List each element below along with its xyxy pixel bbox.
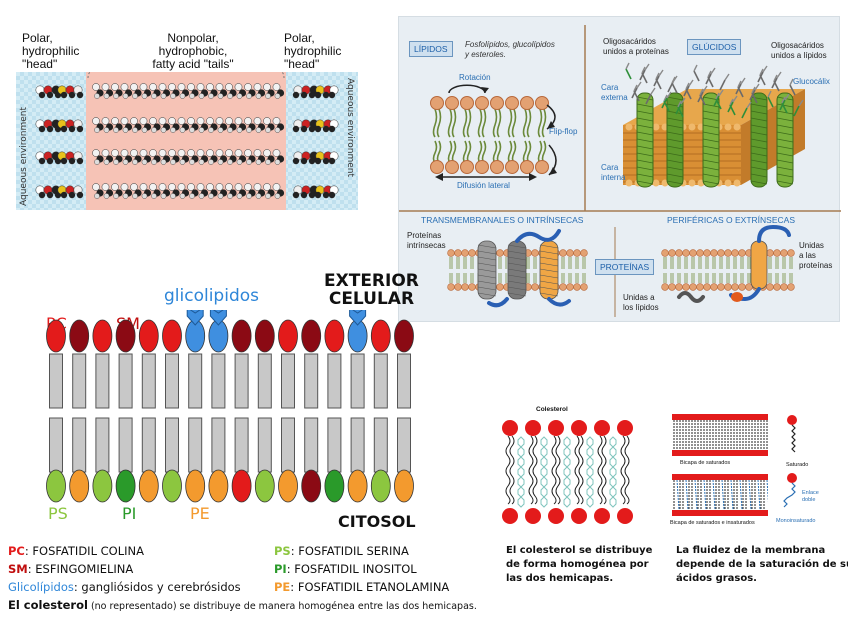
legend-ps-key: PS xyxy=(274,544,291,558)
pe-label: PE xyxy=(190,504,210,523)
aqueous-left-text: Aqueous environment xyxy=(19,106,29,206)
proteinas-badge: PROTEÍNAS xyxy=(595,259,655,275)
legend-glicolipidos-text: : gangliósidos y cerebrósidos xyxy=(73,580,241,594)
legend-pi-text: : FOSFATIDIL INOSITOL xyxy=(286,562,417,576)
right-polar-label: Polar, hydrophilic "head" xyxy=(284,31,342,71)
flipflop-label: Flip-flop xyxy=(549,127,578,136)
perifericas-heading: PERIFÉRICAS O EXTRÍNSECAS xyxy=(667,215,795,225)
rotacion-label: Rotación xyxy=(459,73,491,82)
panel-asymmetric-bilayer: glicolipidos EXTERIOR CELULAR PC SM PS P… xyxy=(40,270,430,532)
transmembranales-heading: TRANSMEMBRANALES O INTRÍNSECAS xyxy=(421,215,584,225)
panel-fluidity: Bicapa de saturados Bicapa de saturados … xyxy=(668,410,840,530)
legend-pc-text: : FOSFATIDIL COLINA xyxy=(24,544,144,558)
legend-pc-key: PC xyxy=(8,544,25,558)
legend-pe-text: : FOSFATIDIL ETANOLAMINA xyxy=(290,580,450,594)
legend-ps-text: : FOSFATIDIL SERINA xyxy=(290,544,409,558)
exterior-celular-title: EXTERIOR CELULAR xyxy=(324,271,419,309)
bilayer-space-fill-graphic: Aqueous environment Aqueous environment xyxy=(16,72,358,210)
legend-colesterol-text: (no representado) se distribuye de maner… xyxy=(87,601,477,612)
lipidos-badge: LÍPIDOS xyxy=(409,41,453,57)
ps-label: PS xyxy=(48,504,68,523)
glucidos-badge: GLÚCIDOS xyxy=(687,39,742,55)
cholesterol-caption: El colesterol se distribuye de forma hom… xyxy=(506,545,653,584)
difusion-label: Difusión lateral xyxy=(457,181,510,190)
glucocalix-label: Glucocálix xyxy=(793,77,830,86)
fluidity-caption: La fluidez de la membrana depende de la … xyxy=(676,545,848,584)
legend-pe-key: PE xyxy=(274,580,291,594)
glicolipidos-title: glicolipidos xyxy=(164,286,259,306)
panel-membrane-textbook: LÍPIDOS Fosfolípidos, glucolípidos y est… xyxy=(398,16,841,322)
bilayer-insaturados-label: Bicapa de saturados e insaturados xyxy=(670,520,755,526)
aqueous-right-text: Aqueous environment xyxy=(345,78,355,178)
pi-label: PI xyxy=(122,504,137,523)
colesterol-label: Colesterol xyxy=(536,406,568,413)
cholesterol-bilayer-graphic xyxy=(502,420,633,524)
panel-cholesterol: Colesterol xyxy=(500,404,640,534)
unidas-lipidos-label: Unidas a los lípidos xyxy=(623,293,659,312)
proteinas-intrinsecas-label: Proteínas intrínsecas xyxy=(407,231,446,250)
legend-pi-key: PI xyxy=(274,562,287,576)
legend-sm-key: SM xyxy=(8,562,28,576)
center-nonpolar-label: Nonpolar, hydrophobic, fatty acid "tails… xyxy=(152,31,234,71)
oligo-lipidos-label: Oligosacáridos unidos a lípidos xyxy=(771,41,827,60)
asymmetric-bilayer-graphic xyxy=(46,310,414,503)
panel-bilayer-model: Polar, hydrophilic "head" Nonpolar, hydr… xyxy=(16,28,358,212)
fatty-acid-icons xyxy=(783,415,797,508)
monoinsaturado-label: Monoinsaturado xyxy=(776,518,816,524)
cara-interna-label: Cara interna xyxy=(601,163,626,182)
lipidos-description: Fosfolípidos, glucolípidos y esteroles. xyxy=(465,40,555,59)
cara-externa-label: Cara externa xyxy=(601,83,628,102)
citosol-label: CITOSOL xyxy=(338,512,416,531)
oligo-proteinas-label: Oligosacáridos unidos a proteínas xyxy=(603,37,669,56)
legend-sm-text: : ESFINGOMIELINA xyxy=(27,562,134,576)
bilayer-saturados-label: Bicapa de saturados xyxy=(680,460,731,466)
unidas-proteinas-label: Unidas a las proteínas xyxy=(799,241,833,270)
legend-glicolipidos-key: Glicolípidos xyxy=(8,580,74,594)
enlace-doble-label: Enlace doble xyxy=(802,490,819,503)
saturado-label: Saturado xyxy=(786,462,809,468)
legend-colesterol-key: El colesterol xyxy=(8,598,88,612)
fluidity-bilayers-graphic xyxy=(672,414,768,516)
left-polar-label: Polar, hydrophilic "head" xyxy=(22,31,80,71)
